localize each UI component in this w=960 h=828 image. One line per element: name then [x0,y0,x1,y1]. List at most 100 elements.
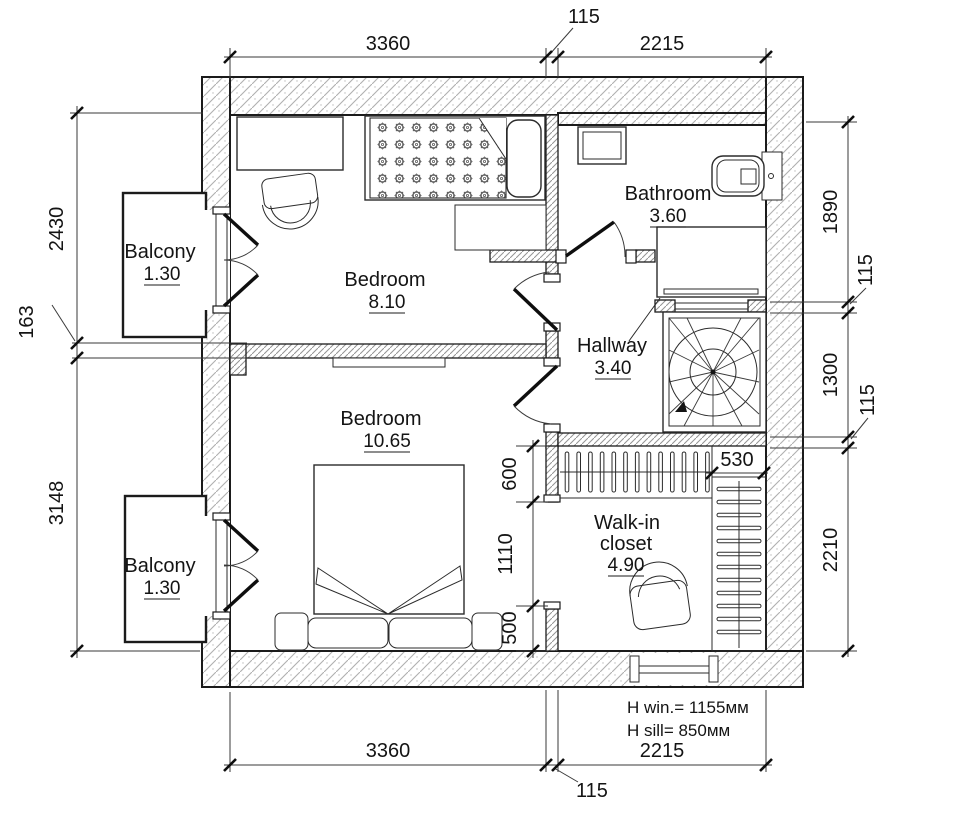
dim-label: 2215 [640,33,685,55]
jamb [212,206,231,215]
bedroom-8-door [512,271,559,332]
dim-label: 1300 [820,353,842,398]
stair-newel-center [710,369,716,375]
dim-top: 3360 115 2215 [223,6,773,80]
window-opening [630,653,718,685]
chair-back [261,197,319,230]
window-post [708,655,719,683]
sink-outer [577,126,627,165]
dim-label: 600 [499,457,521,490]
door-leaf [565,220,615,258]
dim-label: 3360 [366,740,411,762]
door-swing [513,405,552,425]
jamb [212,611,231,620]
hangers-horizontal [716,486,762,635]
chair-back-inner [637,575,681,597]
bathroom-door [565,220,626,258]
dim-label: 500 [499,611,521,644]
wall-stair-stub-right [747,299,767,313]
door-leaf [512,364,559,408]
notes: H win.= 1155мм H sill= 850мм [627,698,749,740]
room-area-walkin: 4.90 [608,555,645,576]
bed-pillow [506,119,542,198]
chair-seat [629,579,691,631]
jamb [555,249,567,264]
dim-label: 115 [855,254,877,286]
door-leaf [222,518,260,553]
dim-label: 2210 [820,528,842,573]
wall-bathroom-south-left [489,249,559,263]
toilet-bowl-inner [716,159,760,193]
double-bed [274,464,503,651]
dim-closet-chain: 600 1110 500 [495,439,548,658]
bed-blanket [369,117,507,199]
ticks [70,106,84,658]
room-area-balcony-top: 1.30 [144,264,181,285]
wall-partition-pilaster [229,343,247,376]
chair-back [629,561,688,597]
bed-cushion [388,617,473,649]
dim-label: 2215 [640,740,685,762]
door-swing [513,271,550,290]
balcony-top-outline [121,191,208,339]
note-window-height: H win.= 1155мм [627,698,749,717]
stair-break-line [628,297,661,342]
closet-window [629,653,719,685]
single-bed [364,115,546,201]
chair-back-inner [270,200,311,224]
bedroom-10-door [512,364,559,425]
hangers-vertical [564,451,710,493]
wall-stair-stub-left [654,299,676,313]
room-area-hallway: 3.40 [595,358,632,379]
dim-label: 2430 [46,207,68,252]
room-area-bedroom-top: 8.10 [369,292,406,313]
dim-label: 3148 [46,481,68,526]
dim-label: 530 [720,449,753,471]
note-sill-height: H sill= 850мм [627,721,730,740]
french-door-bottom [203,512,260,620]
dim-label: 115 [576,780,608,802]
bed-cushion [307,617,389,649]
door-swing [223,259,259,276]
wall-closet-left-lower [545,608,559,652]
toilet-cistern [761,151,783,201]
counter-bar [663,288,759,295]
window-post [629,655,640,683]
dim-bottom: 3360 115 2215 [223,690,773,802]
wall-closet-top [557,432,767,447]
jamb [212,305,231,314]
blanket-wedge-left [315,567,389,615]
door-leaf [222,578,260,613]
wall-central-mid [545,330,559,359]
door-swing [223,564,259,581]
counter-outline [656,226,767,298]
room-area-bedroom-bottom: 10.65 [363,431,411,452]
room-name-balcony-top: Balcony [124,241,195,263]
ticks [223,50,773,64]
room-area-balcony-bottom: 1.30 [144,578,181,599]
room-name-walkin-line1: Walk-in [594,512,660,534]
dim-label: 163 [16,305,38,338]
closet-chair [629,561,691,631]
room-name-bathroom: Bathroom [625,183,712,205]
desk [236,116,344,171]
jamb [543,273,561,283]
room-name-balcony-bottom: Balcony [124,555,195,577]
room-name-walkin-line2: closet [600,533,653,555]
wall-bedroom-partition [229,343,547,359]
ticks [526,439,540,658]
nook-wardrobe [454,204,547,251]
wardrobe-outline [711,476,767,652]
ticks [223,758,773,772]
toilet-button [768,173,774,179]
wall-bathroom-south-right [635,249,656,263]
ticks [841,115,855,658]
blanket-wedge-right [387,565,463,615]
dim-label: 3360 [366,33,411,55]
desk-chair [261,172,319,230]
dim-label: 115 [568,6,600,28]
dim-right: 1890 115 1300 115 2210 [770,115,879,658]
dim-left: 2430 163 3148 [16,106,247,658]
room-name-hallway: Hallway [577,335,647,357]
